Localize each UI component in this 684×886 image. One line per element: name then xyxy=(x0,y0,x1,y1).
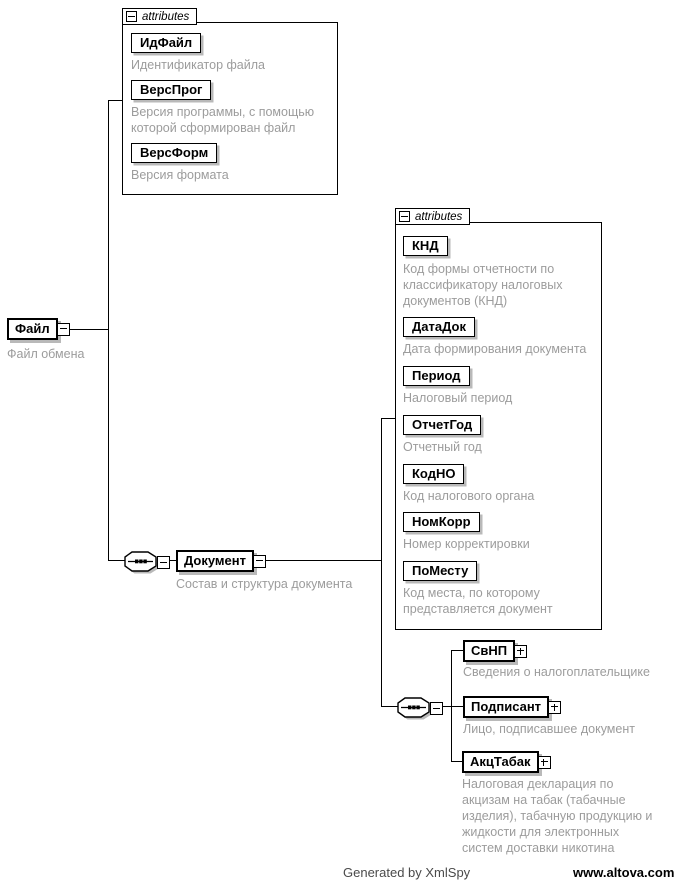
sequence-2-collapse-button[interactable] xyxy=(430,702,443,715)
attributes-label: attributes xyxy=(142,10,190,23)
document-element[interactable]: Документ xyxy=(176,550,254,572)
akctabak-element[interactable]: АкцТабак xyxy=(462,751,539,773)
attribute-idfile-annotation: Идентификатор файла xyxy=(131,58,265,72)
collapse-minus-icon[interactable] xyxy=(126,11,137,22)
attributes-label: attributes xyxy=(415,210,463,223)
akctabak-annotation: Налоговая декларация по акцизам на табак… xyxy=(462,777,653,855)
attribute-nomkorr[interactable]: НомКорр xyxy=(403,512,480,532)
document-attributes-tab[interactable]: attributes xyxy=(395,208,470,225)
attribute-datadok[interactable]: ДатаДок xyxy=(403,317,475,337)
svnp-element[interactable]: СвНП xyxy=(463,640,516,662)
attribute-knd-annotation: Код формы отчетности по классификатору н… xyxy=(403,262,563,308)
attribute-versprog-annotation: Версия программы, с помощью которой сфор… xyxy=(131,105,315,135)
attribute-versform[interactable]: ВерсФорм xyxy=(131,143,218,163)
attribute-versprog[interactable]: ВерсПрог xyxy=(131,80,212,100)
attribute-period[interactable]: Период xyxy=(403,366,470,386)
attribute-period-annotation: Налоговый период xyxy=(403,391,513,405)
file-attributes-box xyxy=(122,22,338,195)
svnp-element-row: СвНП xyxy=(463,640,528,662)
svnp-annotation: Сведения о налогоплательщике xyxy=(463,665,650,679)
file-collapse-button[interactable] xyxy=(56,322,70,336)
svnp-expand-button[interactable] xyxy=(514,644,528,658)
file-element-row: Файл xyxy=(7,318,70,340)
sequence-compositor-2[interactable] xyxy=(395,695,443,722)
podpisant-expand-button[interactable] xyxy=(548,700,562,714)
document-element-annotation: Состав и структура документа xyxy=(176,577,353,591)
podpisant-element[interactable]: Подписант xyxy=(463,696,550,718)
attribute-otchetgod[interactable]: ОтчетГод xyxy=(403,415,482,435)
attribute-kodno[interactable]: КодНО xyxy=(403,464,465,484)
attribute-otchetgod-annotation: Отчетный год xyxy=(403,440,482,454)
altova-website-link[interactable]: www.altova.com xyxy=(573,865,675,880)
attribute-kodno-annotation: Код налогового органа xyxy=(403,489,535,503)
file-attributes-tab[interactable]: attributes xyxy=(122,8,197,25)
file-element-annotation: Файл обмена xyxy=(7,347,85,361)
sequence-icon xyxy=(124,551,159,574)
file-element[interactable]: Файл xyxy=(7,318,58,340)
collapse-minus-icon[interactable] xyxy=(399,211,410,222)
attribute-pomestu-annotation: Код места, по которому представляется до… xyxy=(403,586,553,616)
attribute-idfile[interactable]: ИдФайл xyxy=(131,33,202,53)
podpisant-element-row: Подписант xyxy=(463,696,562,718)
podpisant-annotation: Лицо, подписавшее документ xyxy=(463,722,635,736)
attribute-knd[interactable]: КНД xyxy=(403,236,448,256)
attribute-datadok-annotation: Дата формирования документа xyxy=(403,342,587,356)
sequence-icon xyxy=(397,697,432,720)
attribute-pomestu[interactable]: ПоМесту xyxy=(403,561,478,581)
akctabak-element-row: АкцТабак xyxy=(462,751,551,773)
generated-by-label: Generated by XmlSpy xyxy=(343,865,471,880)
document-collapse-button[interactable] xyxy=(253,554,266,568)
akctabak-expand-button[interactable] xyxy=(537,755,551,769)
attribute-nomkorr-annotation: Номер корректировки xyxy=(403,537,530,551)
document-attributes-group: attributes КНД Код формы отчетности по к… xyxy=(395,208,602,630)
sequence-1-collapse-button[interactable] xyxy=(157,556,170,569)
file-attributes-group: attributes ИдФайл Идентификатор файла Ве… xyxy=(122,8,338,195)
sequence-compositor-1[interactable] xyxy=(122,549,170,576)
document-element-row: Документ xyxy=(176,550,266,572)
attribute-versform-annotation: Версия формата xyxy=(131,168,229,182)
